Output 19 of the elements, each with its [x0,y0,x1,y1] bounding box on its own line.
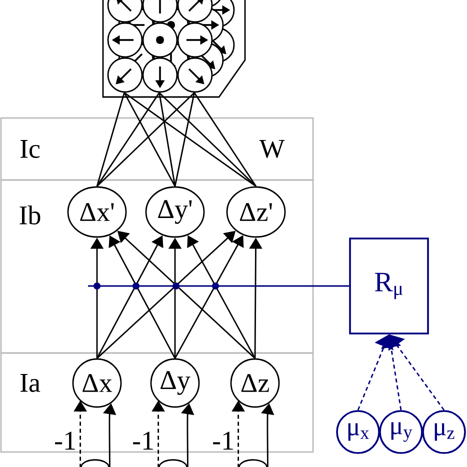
layer-label: W [259,140,285,158]
connector-line [96,92,125,186]
connector-line [124,92,256,187]
edge-label: -1 [211,430,236,451]
edge-label: -1 [131,430,156,451]
connector-line [96,92,160,187]
connector-line [96,92,195,187]
connector-line [88,285,350,287]
connector-line [124,92,176,187]
layer-label: Ic [20,140,40,158]
connector-line [158,92,256,187]
edge-label: -1 [53,430,78,451]
connector-line [174,92,195,186]
layer-label: Ia [20,374,40,392]
connector-line [158,92,176,186]
process-box: R$_{μ}$ [349,238,429,334]
layer-label: Ib [20,206,40,224]
neuron-grid-picture [102,0,246,98]
connector-line [194,92,257,187]
